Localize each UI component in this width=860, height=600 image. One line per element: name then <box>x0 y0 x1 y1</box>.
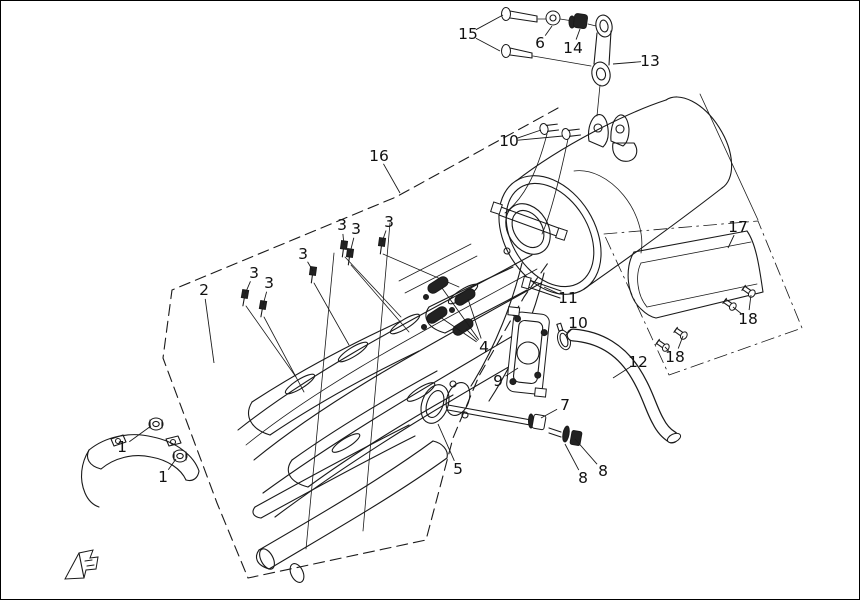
bolt10-assembly-line-b <box>541 138 569 235</box>
pipe-clamps <box>284 283 479 453</box>
leader-line-3e <box>349 237 355 254</box>
leader-line-4 <box>439 316 477 343</box>
leader-line-12 <box>612 366 631 379</box>
leader-line-5 <box>437 423 455 461</box>
rubber-dampers-4 <box>421 276 476 336</box>
flange-nut-1b <box>172 449 188 463</box>
leader-line-6 <box>544 25 553 36</box>
callout-5: 5 <box>453 460 463 478</box>
bolt-15b <box>501 44 592 67</box>
muffler-inlet <box>505 203 551 255</box>
leader-line-4 <box>441 287 480 340</box>
leader-line-16 <box>383 163 401 194</box>
callout-3f: 3 <box>384 213 394 231</box>
lower-shield-assembly <box>252 424 448 583</box>
front-direction-icon <box>64 549 99 580</box>
stud-and-nut-7 <box>447 404 547 431</box>
leader-line-18-right <box>732 306 742 314</box>
leader-line-3c <box>307 261 314 272</box>
bracket-plate-9 <box>506 306 550 398</box>
leader-line-10-top <box>517 135 564 141</box>
leader-line-1b <box>167 458 177 470</box>
hanger-link <box>591 14 613 117</box>
exhaust-pipe-upper <box>237 254 542 461</box>
leader-line-14 <box>575 28 581 40</box>
leader-line-8b <box>574 438 598 465</box>
callout-3c: 3 <box>298 245 308 263</box>
leader-line-2 <box>204 298 215 364</box>
leader-line-3b <box>262 291 268 306</box>
leader-line-7 <box>540 408 558 419</box>
leader-line-17 <box>727 234 735 249</box>
front-flange-bracket <box>80 434 200 508</box>
callout-17: 17 <box>728 218 748 236</box>
leader-line-4 <box>465 328 478 341</box>
callout-3e: 3 <box>351 220 361 238</box>
callout-1a: 1 <box>117 438 127 456</box>
bolt10-assembly-line-a <box>504 133 548 214</box>
leader-line-3f <box>381 230 387 243</box>
callout-18-right: 18 <box>738 310 758 328</box>
leader-line-15 <box>475 14 504 31</box>
bolt-8-with-washer <box>548 425 583 446</box>
callout-11: 11 <box>558 289 578 307</box>
callout-4: 4 <box>479 338 489 356</box>
leader-line-3d <box>342 233 345 246</box>
callout-1b: 1 <box>158 468 168 486</box>
leader-line-13 <box>612 61 642 65</box>
leader-line-4 <box>467 298 482 339</box>
callout-14: 14 <box>563 39 583 57</box>
muffler <box>490 96 733 299</box>
callout-9: 9 <box>493 372 503 390</box>
boundary-link-line <box>699 93 759 221</box>
callout-12: 12 <box>628 353 648 371</box>
bolt-15a <box>501 7 547 23</box>
gasket-5 <box>420 384 450 424</box>
leader-line-18-right <box>748 294 752 311</box>
callout-10-mid: 10 <box>568 314 588 332</box>
washer-6 <box>545 10 574 26</box>
callout-10-top: 10 <box>499 132 519 150</box>
leader-line-10-mid <box>565 329 572 336</box>
leader-line-18-left <box>664 346 669 351</box>
callout-3b: 3 <box>264 274 274 292</box>
callout-8a: 8 <box>578 469 588 487</box>
callout-7: 7 <box>560 396 570 414</box>
callout-2: 2 <box>199 281 209 299</box>
pipe-heat-shield-a <box>248 320 420 436</box>
muffler-mount-bracket <box>587 114 638 162</box>
leader-line-3a <box>244 281 251 295</box>
pipe-heat-shield-c <box>287 370 454 488</box>
exhaust-pipe-lower <box>262 330 534 518</box>
callout-15: 15 <box>458 25 478 43</box>
leader-line-15 <box>475 37 501 52</box>
drain-hose-12 <box>566 328 682 444</box>
callout-6: 6 <box>535 34 545 52</box>
leader-line-18-left <box>677 335 684 349</box>
band-clamp-11 <box>520 275 562 299</box>
bolt-10-top-a <box>539 123 560 135</box>
bolt-10-top-b <box>561 128 582 140</box>
flange-nut-1a <box>148 417 164 431</box>
leader-line-11 <box>543 286 561 295</box>
leader-line-1a <box>129 425 152 443</box>
shield-boundary-dashdot <box>603 220 803 376</box>
leader-line-10-top <box>517 129 542 139</box>
nut-14 <box>568 13 597 30</box>
leader-line-8a <box>564 443 580 471</box>
ghost-frame-lines <box>305 222 478 550</box>
inlet-clamp <box>490 201 568 255</box>
callout-18-left: 18 <box>665 348 685 366</box>
callout-16: 16 <box>369 147 389 165</box>
assembly-boundary-dashed <box>162 107 559 579</box>
callout-3a: 3 <box>249 264 259 282</box>
callout-13: 13 <box>640 52 660 70</box>
callout-3d: 3 <box>337 216 347 234</box>
heat-shield-17 <box>627 230 764 319</box>
leader-line-9 <box>505 367 519 377</box>
callout-8b: 8 <box>598 462 608 480</box>
